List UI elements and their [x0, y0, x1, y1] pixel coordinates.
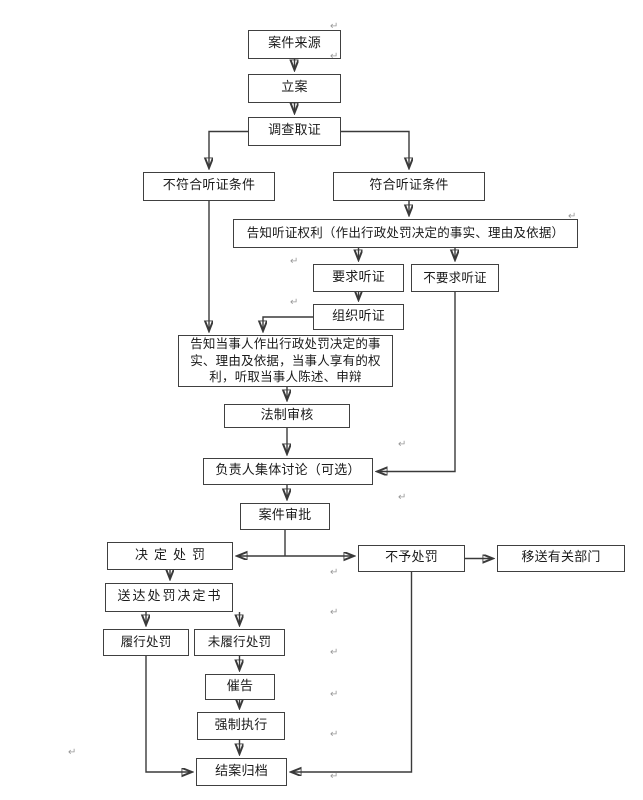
- node-no-penalty[interactable]: 不予处罚: [358, 545, 465, 572]
- node-filing[interactable]: 立案: [248, 74, 341, 103]
- node-inform-hearing-rights[interactable]: 告知听证权利（作出行政处罚决定的事实、理由及依据）: [233, 219, 578, 248]
- pilcrow-mark: ↵: [330, 567, 339, 578]
- node-meet-hearing-conditions[interactable]: 符合听证条件: [333, 172, 485, 201]
- node-case-source[interactable]: 案件来源: [248, 30, 341, 59]
- node-case-approval[interactable]: 案件审批: [240, 503, 330, 530]
- node-urge[interactable]: 催告: [205, 674, 275, 700]
- pilcrow-mark: ↵: [330, 729, 339, 740]
- pilcrow-mark: ↵: [568, 211, 577, 222]
- node-collective-discussion[interactable]: 负责人集体讨论（可选）: [203, 458, 373, 485]
- node-serve-penalty-decision[interactable]: 送达处罚决定书: [105, 583, 233, 612]
- node-inform-party-rights[interactable]: 告知当事人作出行政处罚决定的事实、理由及依据，当事人享有的权利，听取当事人陈述、…: [178, 335, 393, 387]
- connector-perform-to-close: [145, 656, 192, 772]
- node-no-request-hearing[interactable]: 不要求听证: [411, 264, 499, 292]
- node-organize-hearing[interactable]: 组织听证: [313, 304, 404, 330]
- node-investigation[interactable]: 调查取证: [248, 117, 341, 146]
- pilcrow-mark: ↵: [330, 647, 339, 658]
- pilcrow-mark: ↵: [330, 771, 339, 782]
- node-legal-review[interactable]: 法制审核: [224, 404, 350, 428]
- pilcrow-mark: ↵: [330, 607, 339, 618]
- pilcrow-mark: ↵: [330, 689, 339, 700]
- pilcrow-mark: ↵: [330, 21, 339, 32]
- node-perform-penalty[interactable]: 履行处罚: [103, 629, 189, 656]
- node-close-and-archive[interactable]: 结案归档: [196, 758, 287, 786]
- pilcrow-mark: ↵: [290, 256, 299, 267]
- connector-organize-to-inform-party: [263, 316, 313, 331]
- node-decide-penalty[interactable]: 决定处罚: [107, 542, 233, 570]
- connector-no-penalty-to-close: [291, 572, 413, 772]
- connector-investigation-to-meet: [341, 130, 409, 169]
- pilcrow-mark: ↵: [68, 747, 77, 758]
- node-request-hearing[interactable]: 要求听证: [313, 264, 404, 292]
- node-transfer-to-department[interactable]: 移送有关部门: [497, 545, 625, 572]
- node-not-perform-penalty[interactable]: 未履行处罚: [194, 629, 285, 656]
- node-enforcement[interactable]: 强制执行: [197, 712, 285, 740]
- pilcrow-mark: ↵: [330, 51, 339, 62]
- pilcrow-mark: ↵: [290, 297, 299, 308]
- pilcrow-mark: ↵: [398, 492, 407, 503]
- pilcrow-mark: ↵: [398, 439, 407, 450]
- connector-investigation-to-not-meet: [209, 130, 248, 169]
- node-not-meet-hearing-conditions[interactable]: 不符合听证条件: [143, 172, 275, 201]
